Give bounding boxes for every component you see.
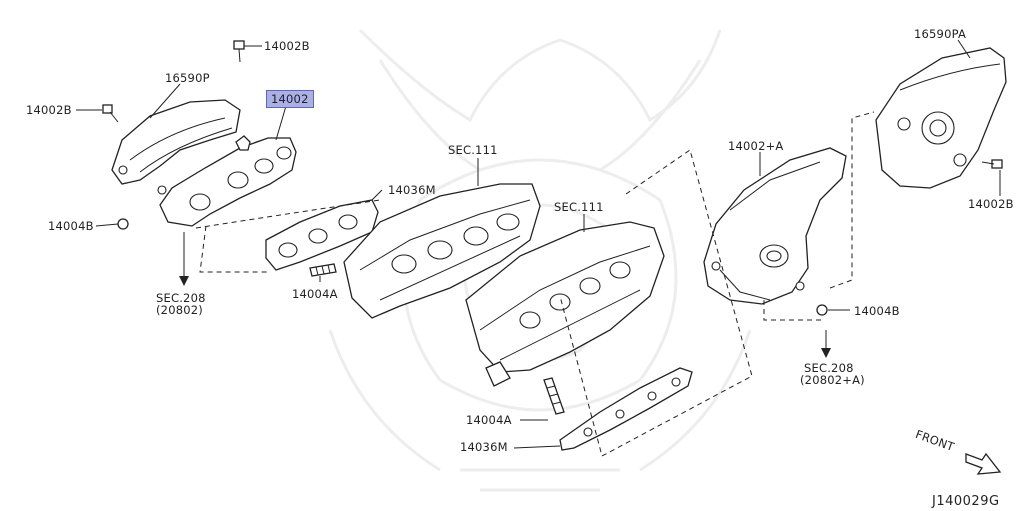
callout-14004b-left[interactable]: 14004B — [48, 219, 94, 233]
callout-14004a-lower[interactable]: 14004A — [466, 413, 512, 427]
callout-14002b-left[interactable]: 14002B — [26, 103, 72, 117]
heat-shield-16590pa[interactable] — [875, 47, 1007, 189]
assembly-outline-left — [199, 225, 270, 273]
callout-14002b-right[interactable]: 14002B — [968, 197, 1014, 211]
heat-shield-16590p[interactable] — [111, 99, 241, 185]
assembly-outline-right-shield — [829, 111, 875, 289]
nut-14004b-left[interactable] — [117, 218, 129, 230]
callout-16590p[interactable]: 16590P — [165, 71, 210, 85]
callout-14004a-left[interactable]: 14004A — [292, 287, 338, 301]
gasket-14036m-lower[interactable] — [559, 367, 693, 451]
watermark-emblem — [328, 28, 752, 492]
callout-sec-208-left[interactable]: SEC.208 — [156, 291, 206, 305]
stud-14004a-lower[interactable] — [543, 377, 565, 415]
bolt-14002b-top[interactable] — [233, 40, 245, 63]
assembly-outline-right-lower — [763, 300, 824, 321]
callout-14004b-right[interactable]: 14004B — [854, 304, 900, 318]
stud-14004a-left[interactable] — [309, 263, 337, 277]
callout-16590pa[interactable]: 16590PA — [914, 27, 967, 41]
callout-sec-208-left-sub: (20802) — [156, 303, 203, 317]
front-arrow-icon — [965, 452, 1002, 475]
exhaust-manifold-14002[interactable] — [157, 135, 297, 227]
nut-14004b-right[interactable] — [816, 304, 828, 316]
callout-14002-selected[interactable]: 14002 — [266, 90, 314, 108]
diagram-code: J140029G — [932, 494, 1000, 509]
callout-sec-208-right-sub: (20802+A) — [800, 373, 865, 387]
exhaust-manifold-14002-a[interactable] — [703, 147, 847, 305]
callout-14002b-top[interactable]: 14002B — [264, 39, 310, 53]
callout-sec-111-right[interactable]: SEC.111 — [554, 200, 604, 214]
cylinder-head-left[interactable] — [343, 183, 541, 319]
cylinder-head-right[interactable] — [465, 221, 665, 387]
callout-14036m-upper[interactable]: 14036M — [388, 183, 436, 197]
arrow-sec-208-left — [179, 232, 189, 286]
bolt-14002b-left[interactable] — [102, 104, 119, 123]
callout-14002-a[interactable]: 14002+A — [728, 139, 784, 153]
leader-lines — [76, 39, 1001, 449]
callout-sec-208-right[interactable]: SEC.208 — [804, 361, 854, 375]
bolt-14002b-right[interactable] — [981, 159, 1003, 169]
callout-sec-111-left[interactable]: SEC.111 — [448, 143, 498, 157]
callout-14036m-lower[interactable]: 14036M — [460, 440, 508, 454]
arrow-sec-208-right — [821, 330, 831, 358]
